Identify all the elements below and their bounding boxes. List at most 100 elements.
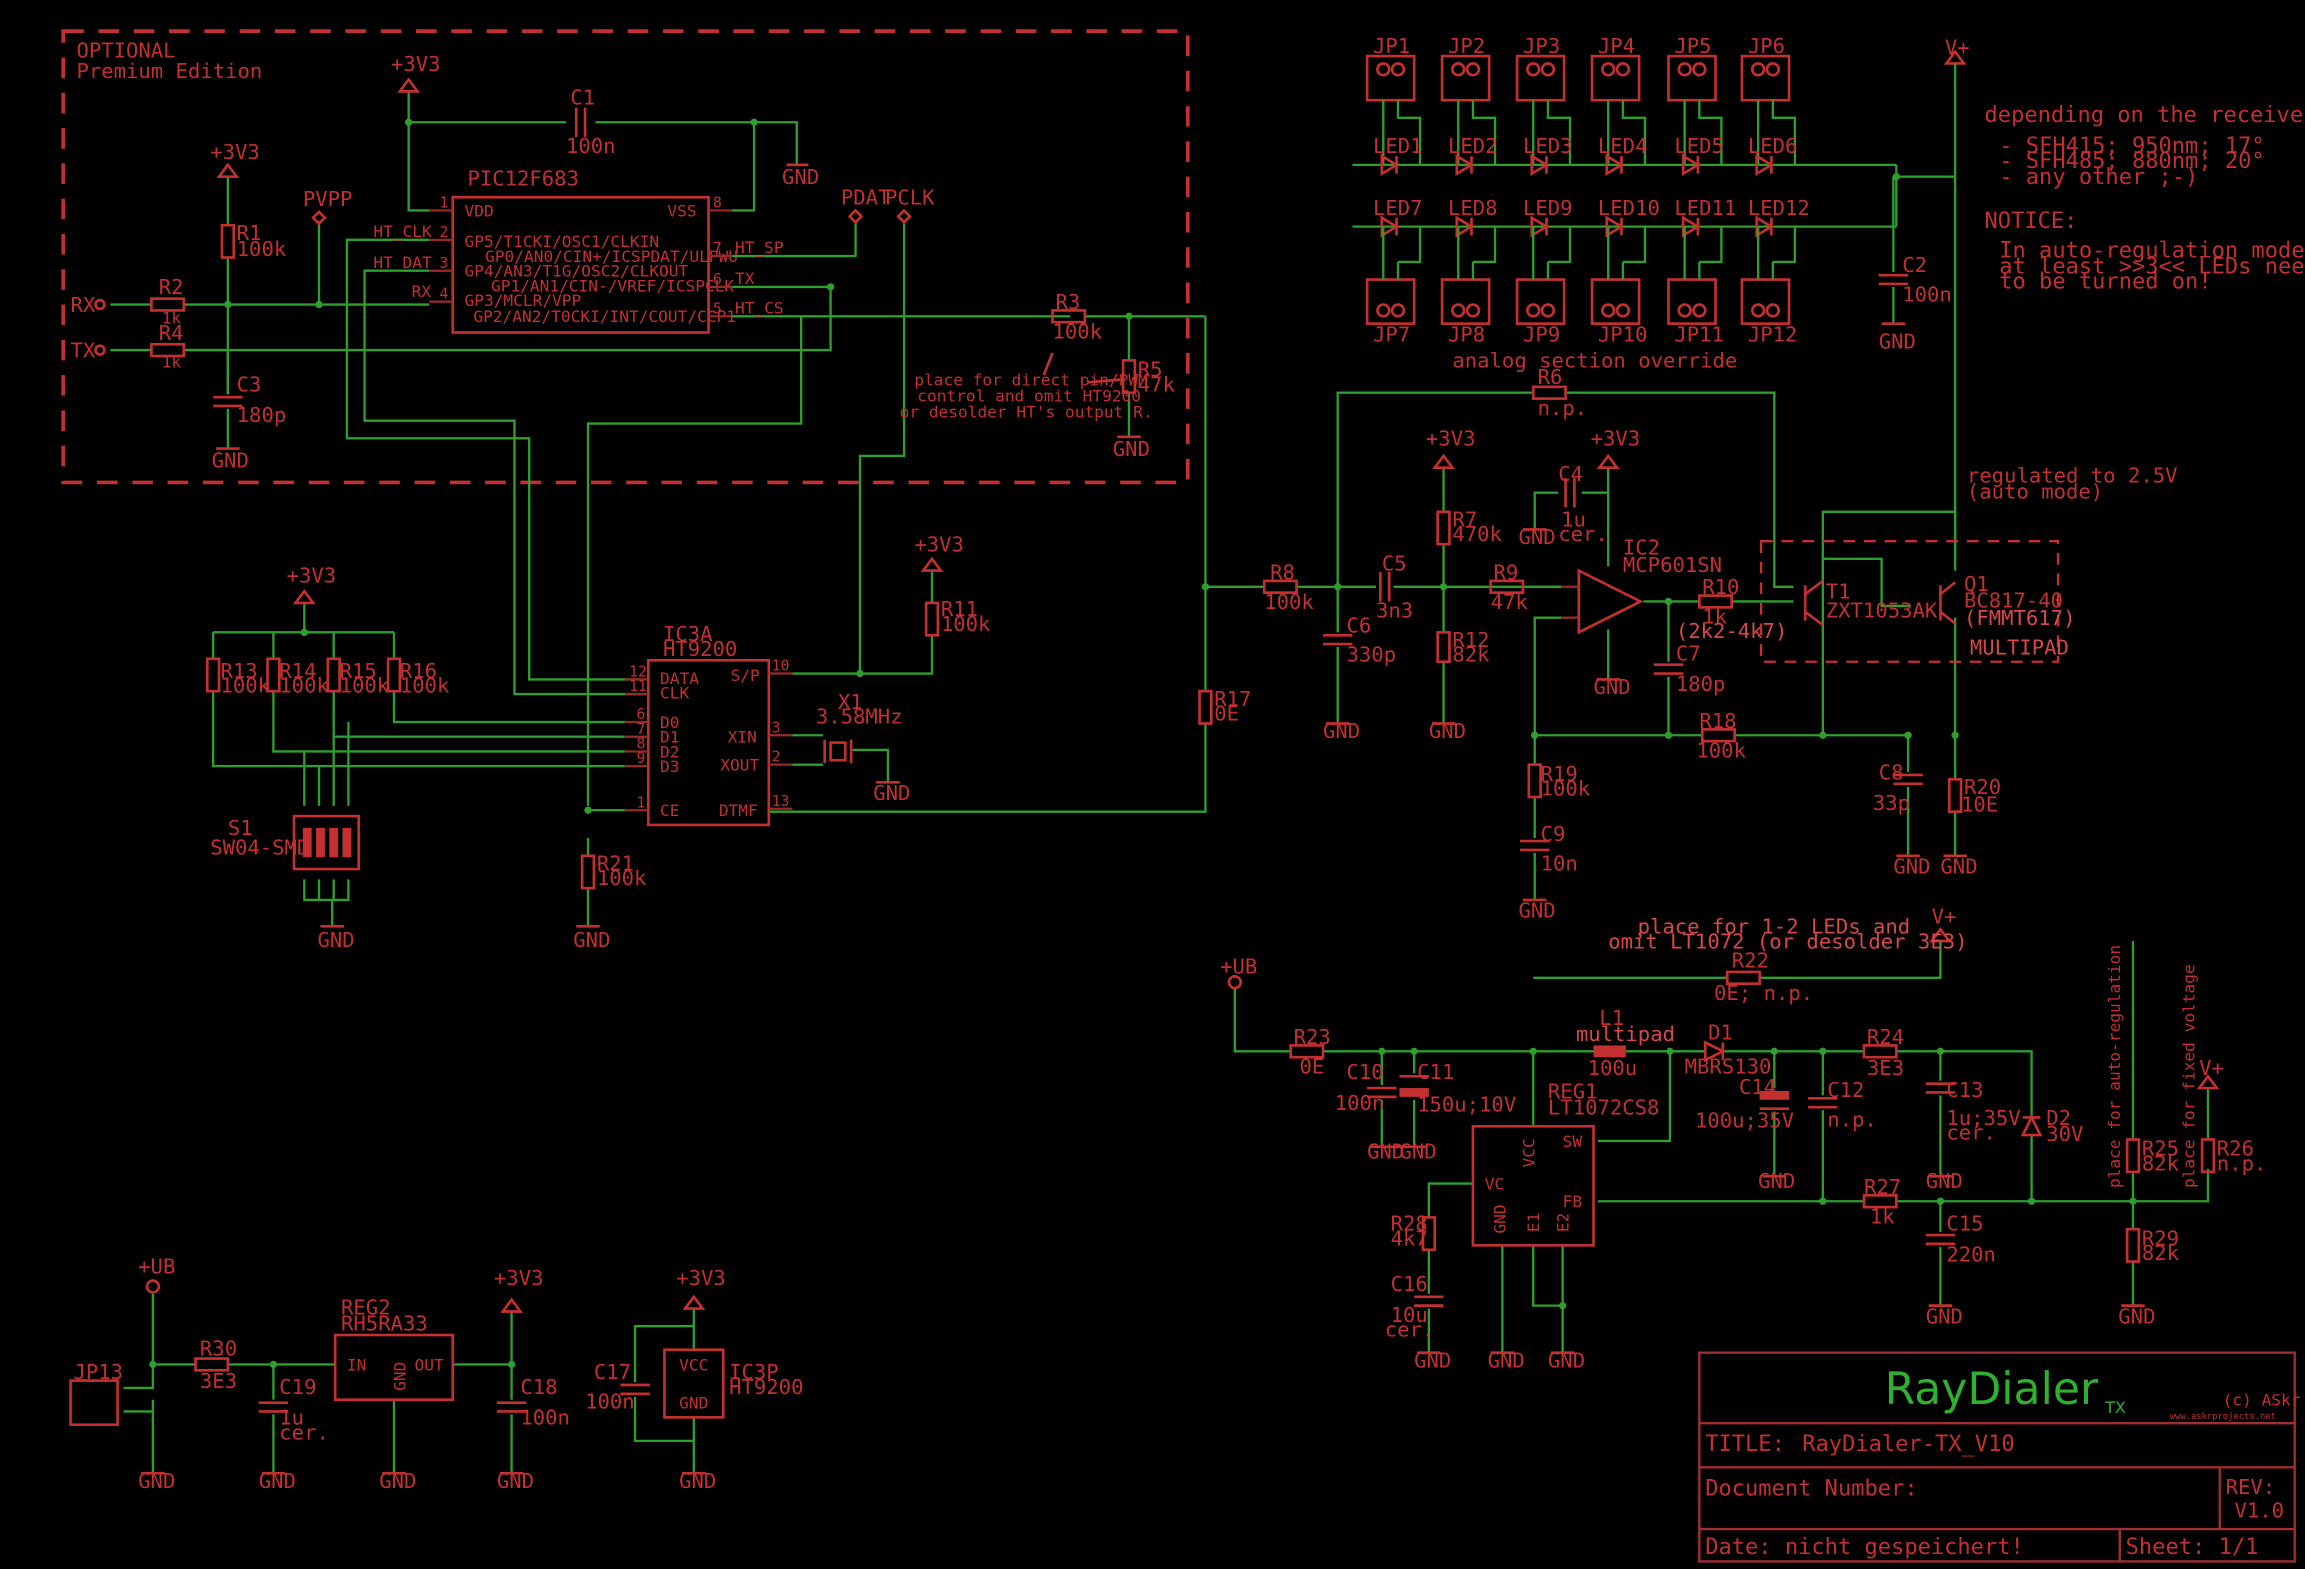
r15-resistor[interactable]: R15 100k — [326, 657, 390, 698]
svg-text:S/P: S/P — [731, 666, 760, 685]
r12-resistor[interactable]: R12 82k — [1436, 628, 1490, 667]
led-top-3[interactable]: LED3 — [1523, 134, 1573, 177]
c16-capacitor[interactable]: C16 10u cer. — [1385, 1272, 1444, 1342]
r5-resistor[interactable]: R5 47k — [1121, 358, 1176, 397]
pclk-testpoint[interactable]: PCLK — [885, 186, 935, 225]
d1-diode[interactable]: D1 MBRS130 — [1685, 1021, 1772, 1079]
r8-resistor[interactable]: R8 100k — [1262, 560, 1314, 614]
led-top-4[interactable]: LED4 — [1598, 134, 1648, 177]
r11-resistor[interactable]: R11 100k — [924, 597, 991, 637]
jumper-top-2[interactable]: JP2 — [1440, 34, 1491, 102]
c19-capacitor[interactable]: C19 1u cer. — [258, 1375, 329, 1445]
c10-capacitor[interactable]: C10 100n — [1335, 1060, 1397, 1115]
jp13-connector[interactable]: JP13 — [69, 1360, 124, 1427]
led-bottom-6[interactable]: LED12 — [1748, 196, 1810, 238]
r7-resistor[interactable]: R7 470k — [1436, 508, 1503, 547]
c7-capacitor[interactable]: C7 180p — [1653, 641, 1726, 696]
jumper-bottom-4[interactable]: JP10 — [1590, 278, 1647, 347]
ic3a-ht9200[interactable]: IC3A HT9200 DATA CLK D0 D1 D2 D3 CE S/P … — [624, 622, 793, 827]
pvpp-testpoint[interactable]: PVPP — [303, 187, 353, 226]
c12-capacitor[interactable]: C12 n.p. — [1808, 1078, 1877, 1131]
c14-capacitor[interactable]: C14 100u;35V — [1695, 1075, 1794, 1133]
q1-transistor[interactable]: Q1 BC817-40 (FMMT617) — [1939, 572, 2075, 630]
tx-terminal[interactable]: TX — [71, 338, 106, 362]
reg2-rh5ra33[interactable]: REG2 RH5RA33 IN GND OUT — [333, 1295, 455, 1402]
r19-resistor[interactable]: R19 100k — [1527, 762, 1591, 801]
jumper-top-4[interactable]: JP4 — [1590, 34, 1641, 102]
jumper-bottom-6[interactable]: JP12 — [1740, 278, 1797, 347]
ic2-opamp[interactable]: IC2 MCP601SN — [1561, 535, 1722, 635]
led-bottom-4[interactable]: LED10 — [1598, 196, 1660, 238]
x1-crystal[interactable]: X1 3.58MHz — [816, 690, 903, 764]
svg-text:GND: GND — [138, 1469, 175, 1493]
r13-resistor[interactable]: R13 100k — [205, 657, 271, 698]
r28-resistor[interactable]: R28 4k7 — [1391, 1212, 1437, 1252]
d2-zener[interactable]: D2 30V — [2020, 1106, 2084, 1146]
jumper-bottom-2[interactable]: JP8 — [1440, 278, 1491, 347]
rx-terminal[interactable]: RX — [71, 293, 106, 317]
svg-text:R15: R15 — [340, 659, 377, 683]
jumper-top-5[interactable]: JP5 — [1667, 34, 1717, 102]
led-top-6[interactable]: LED6 — [1748, 134, 1798, 177]
r2-resistor[interactable]: R2 1k — [150, 275, 186, 328]
r23-resistor[interactable]: R23 0E — [1289, 1025, 1331, 1078]
r16-resistor[interactable]: R16 100k — [386, 657, 450, 698]
r9-resistor[interactable]: R9 47k — [1489, 560, 1529, 614]
l1-inductor[interactable]: L1 multipad 100u — [1576, 1006, 1675, 1080]
r27-resistor[interactable]: R27 1k — [1862, 1175, 1901, 1228]
c6-capacitor[interactable]: C6 330p — [1323, 613, 1396, 667]
led-bottom-1[interactable]: LED7 — [1373, 196, 1423, 238]
r3-resistor[interactable]: R3 100k — [1051, 290, 1103, 343]
jumper-top-3[interactable]: JP3 — [1515, 34, 1566, 102]
c13-capacitor[interactable]: C13 1u;35V cer. — [1925, 1078, 2021, 1145]
r21-resistor[interactable]: R21 100k — [580, 851, 647, 890]
r14-resistor[interactable]: R14 100k — [266, 657, 330, 698]
led-bottom-5[interactable]: LED11 — [1674, 196, 1736, 238]
c18-capacitor[interactable]: C18 100n — [496, 1375, 570, 1430]
c17-capacitor[interactable]: C17 100n — [585, 1360, 650, 1414]
s1-dip-switch[interactable]: S1 SW04-SMD — [210, 814, 361, 871]
c1-capacitor[interactable]: C1 100n — [566, 86, 616, 159]
c8-capacitor[interactable]: C8 33p — [1873, 760, 1923, 815]
c9-capacitor[interactable]: C9 10n — [1520, 822, 1578, 875]
svg-text:VCC: VCC — [1520, 1138, 1539, 1167]
t1-transistor[interactable]: T1 ZXT1053AK — [1803, 580, 1938, 627]
led-bottom-3[interactable]: LED9 — [1523, 196, 1573, 238]
svg-text:10E: 10E — [1961, 793, 1998, 817]
led-bottom-2[interactable]: LED8 — [1448, 196, 1498, 238]
r10-resistor[interactable]: R10 1k (2k2-4k7) — [1676, 575, 1788, 643]
led-top-2[interactable]: LED2 — [1448, 134, 1498, 177]
svg-text:JP9: JP9 — [1523, 322, 1560, 346]
r1-resistor[interactable]: R1 100k — [220, 221, 287, 261]
jumper-bottom-3[interactable]: JP9 — [1515, 278, 1566, 347]
r18-resistor[interactable]: R18 100k — [1696, 709, 1746, 762]
led-top-5[interactable]: LED5 — [1674, 134, 1724, 177]
c11-capacitor[interactable]: C11 150u;10V — [1399, 1060, 1516, 1117]
r6-resistor[interactable]: R6 n.p. — [1531, 365, 1587, 420]
r17-resistor[interactable]: R17 0E — [1198, 687, 1252, 726]
jumper-top-1[interactable]: JP1 — [1365, 34, 1416, 102]
svg-text:3n3: 3n3 — [1376, 599, 1413, 623]
c2-capacitor[interactable]: C2 100n — [1878, 253, 1952, 307]
c5-capacitor[interactable]: C5 3n3 — [1376, 552, 1413, 623]
ic1-pic12f683[interactable]: PIC12F683 VDD VSS GP5/T1CKI/OSC1/CLKIN G… — [429, 166, 738, 334]
r24-resistor[interactable]: R24 3E3 — [1862, 1025, 1904, 1080]
r20-resistor[interactable]: R20 10E — [1947, 775, 2001, 817]
c3-capacitor[interactable]: C3 180p — [213, 372, 286, 427]
r4-resistor[interactable]: R4 1k — [150, 321, 186, 372]
led-top-1[interactable]: LED1 — [1373, 134, 1423, 177]
r29-resistor[interactable]: R29 82k — [2125, 1226, 2180, 1265]
c15-capacitor[interactable]: C15 220n — [1925, 1212, 1996, 1267]
r30-resistor[interactable]: R30 3E3 — [194, 1337, 238, 1393]
ic3p-ht9200-power[interactable]: VCC GND IC3P HT9200 — [663, 1348, 803, 1419]
jumper-bottom-5[interactable]: JP11 — [1667, 278, 1724, 347]
pdat-testpoint[interactable]: PDAT — [841, 186, 891, 225]
jumper-bottom-1[interactable]: JP7 — [1365, 278, 1416, 347]
r22-resistor[interactable]: R22 0E; n.p. — [1714, 949, 1813, 1005]
r25-resistor[interactable]: R25 82k — [2125, 1137, 2180, 1176]
r26-resistor[interactable]: R26 n.p. — [2200, 1137, 2266, 1176]
jumper-top-6[interactable]: JP6 — [1740, 34, 1791, 102]
reg1-lt1072[interactable]: REG1 LT1072CS8 VCC SW VC FB GND E1 E2 — [1471, 1079, 1659, 1247]
c4-capacitor[interactable]: C4 1u cer. — [1558, 462, 1608, 546]
